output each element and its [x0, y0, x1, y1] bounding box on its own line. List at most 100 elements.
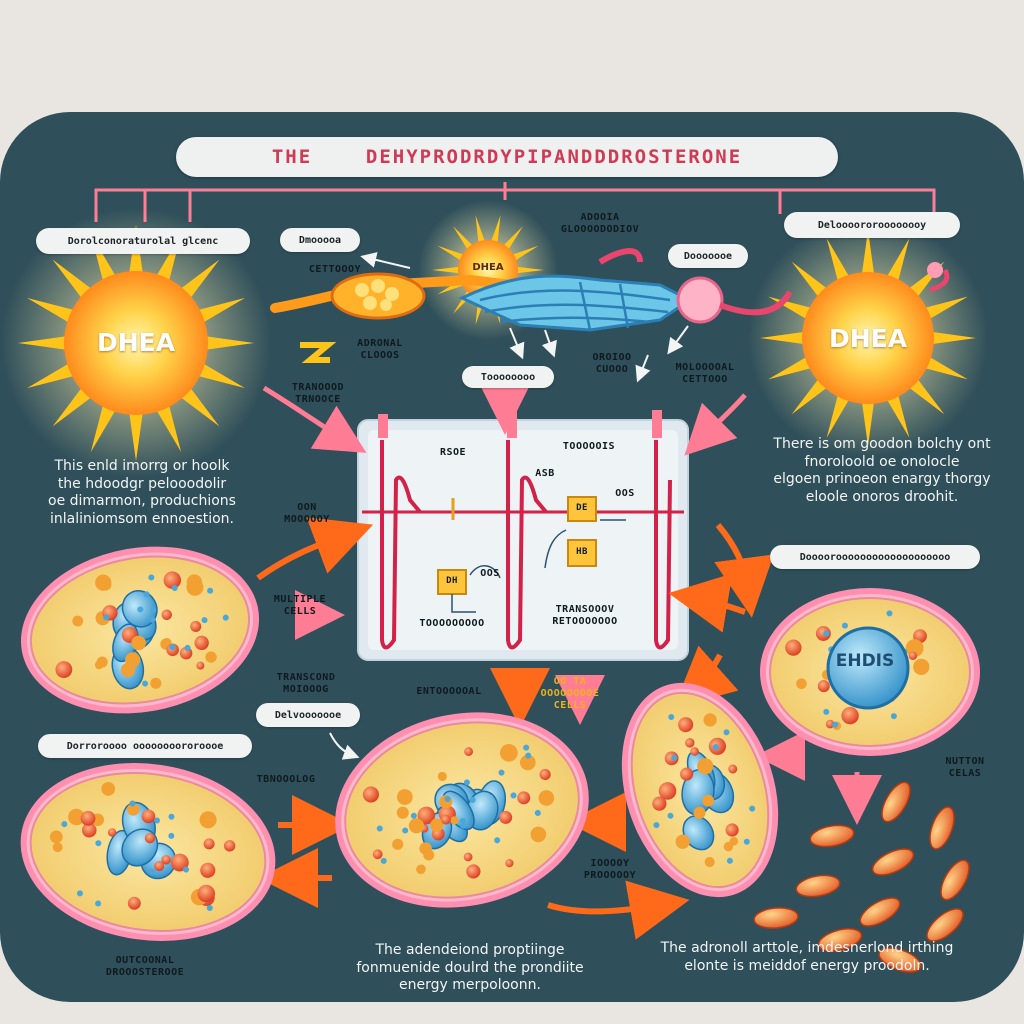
- title-connectors: [94, 182, 936, 222]
- label-tranoond: TRANOOOD TRNOOCE: [291, 382, 345, 405]
- sun-ray: [918, 353, 968, 380]
- sun-ray: [437, 245, 467, 263]
- graph-label-mid: ASB: [535, 468, 555, 479]
- sun-ray: [128, 406, 144, 461]
- sun-ray: [199, 335, 254, 351]
- label-oo-cells: OO TA OOOOOOOOE CELLS: [540, 676, 600, 711]
- label-center-right: Dooooooe: [668, 244, 748, 268]
- sun-ray: [90, 398, 119, 453]
- label-energy: IOOOOY PROOOOOY: [583, 858, 637, 881]
- dhea-label-center: DHEA: [472, 262, 504, 273]
- graph-box-hb-label: HB: [576, 547, 588, 557]
- box-hb: [567, 539, 597, 567]
- capsules: [753, 781, 970, 973]
- label-mitochondrial: MOLOOOOAL CETTOOO: [675, 362, 735, 385]
- label-ororo: OROIOO CUOOO: [592, 352, 632, 375]
- label-outcoonal: OUTCOONAL DROOOSTEROOE: [105, 955, 185, 978]
- cell-nucleus: [826, 626, 910, 710]
- capsule: [817, 928, 863, 952]
- capsule: [926, 908, 964, 942]
- box-de: [567, 496, 597, 522]
- sun-ray: [768, 353, 818, 380]
- adrenal-pathway: [270, 248, 950, 363]
- capsule: [929, 806, 955, 850]
- description-left: This enld imorrg or hoolk the hdoodgr pe…: [48, 458, 236, 527]
- capsule: [871, 848, 915, 876]
- label-left-low: Dorroroooo oooooooororoooe: [38, 734, 252, 758]
- label-multiple-cells: MULTIPLE CELLS: [273, 594, 327, 617]
- hormone-graph: [357, 410, 689, 661]
- box-dh: [437, 569, 467, 595]
- sun-ray: [513, 266, 544, 274]
- label-adrenal-top: ADOOIA GLOOOODODIOV: [560, 212, 640, 235]
- cell-left-mid: [20, 546, 260, 714]
- capsule: [881, 781, 911, 823]
- sun-ray: [925, 331, 976, 345]
- sun-ray: [18, 335, 73, 351]
- label-right-mid: Doooorooooooooooooooooooo: [770, 545, 980, 569]
- description-right: There is om goodon bolchy ont fnoroloold…: [773, 436, 991, 505]
- nucleus-label: EHDIS: [835, 651, 895, 671]
- label-center-left: Dmooooa: [280, 228, 360, 252]
- lightning-icon: [300, 342, 337, 363]
- sun-ray: [153, 398, 182, 453]
- sun-ray: [475, 215, 486, 246]
- label-transcend: TRANSCOND MOIOOOG: [276, 672, 336, 695]
- label-top-right: Deloooororoooooooy: [784, 212, 960, 238]
- label-mid: Toooooooo: [462, 366, 554, 388]
- graph-label-bottom-right: TRANSOOOV RETOOOOOOO: [552, 604, 618, 627]
- label-entooooa: ENTOOOOOAL: [416, 686, 482, 697]
- graph-label-top-left: RSOE: [439, 447, 467, 458]
- page-title: THE DEHYPRODRDYPIPANDDDROSTERONE: [176, 137, 838, 177]
- sun-ray: [883, 238, 910, 288]
- label-adrenal-gland: ADRONAL CLOOOS: [357, 338, 403, 361]
- sun-ray: [191, 297, 246, 326]
- label-cell: Delvooooooe: [256, 703, 360, 727]
- label-tbnoodoog: TBNOOOLOG: [256, 774, 316, 785]
- sun-ray: [490, 215, 501, 246]
- description-bottom-right: The adronoll arttole, imdesnerlond irthi…: [660, 940, 954, 974]
- dhea-label-right: DHEA: [828, 324, 908, 353]
- sun-ray: [918, 296, 968, 323]
- cell-center-bottom: [335, 712, 589, 908]
- sun-ray: [191, 360, 246, 389]
- label-nutrition: NUTTON CELAS: [945, 756, 985, 779]
- description-bottom-center: The adendeiond proptiinge fonmuenide dou…: [356, 942, 584, 993]
- sun-ray: [826, 238, 853, 288]
- sun-ray: [26, 360, 81, 389]
- graph-box-dh-label: DH: [446, 576, 458, 586]
- graph-label-mid3: OOS: [480, 568, 500, 579]
- sun-ray: [509, 245, 539, 263]
- sun-ray: [861, 395, 875, 446]
- sun-ray: [760, 331, 811, 345]
- capsule: [753, 907, 799, 929]
- sun-ray: [432, 266, 463, 274]
- sun-right: [748, 218, 988, 458]
- graph-label-bottom-left: TOOOOOOOOO: [419, 618, 485, 629]
- sun-ray: [826, 388, 853, 438]
- dhea-label-left: DHEA: [96, 328, 176, 357]
- sun-ray: [26, 297, 81, 326]
- sun-left: [1, 208, 271, 478]
- cell-right-narrow: [621, 682, 779, 898]
- capsule: [859, 897, 901, 927]
- label-adrenal-glands: Dorolconoraturolal glcenc: [36, 228, 250, 254]
- graph-label-mid2: OOS: [615, 488, 635, 499]
- orange-arrows: [256, 517, 774, 940]
- graph-label-top-right: TOOOOOIS: [562, 441, 616, 452]
- sun-ray: [453, 226, 475, 253]
- pink-arrows: [262, 385, 882, 825]
- thin-arrows: [329, 252, 689, 760]
- label-oon: OON MOOOOOY: [284, 502, 330, 525]
- sun-ray: [501, 226, 523, 253]
- sun-ray: [861, 230, 875, 281]
- capsule: [795, 874, 841, 898]
- cell-left-bottom: [20, 763, 276, 941]
- graph-box-de-label: DE: [576, 503, 588, 513]
- label-cetoooy: CETTOOOY: [308, 264, 362, 275]
- sun-ray: [883, 388, 910, 438]
- capsule: [809, 824, 855, 848]
- capsule: [878, 947, 922, 973]
